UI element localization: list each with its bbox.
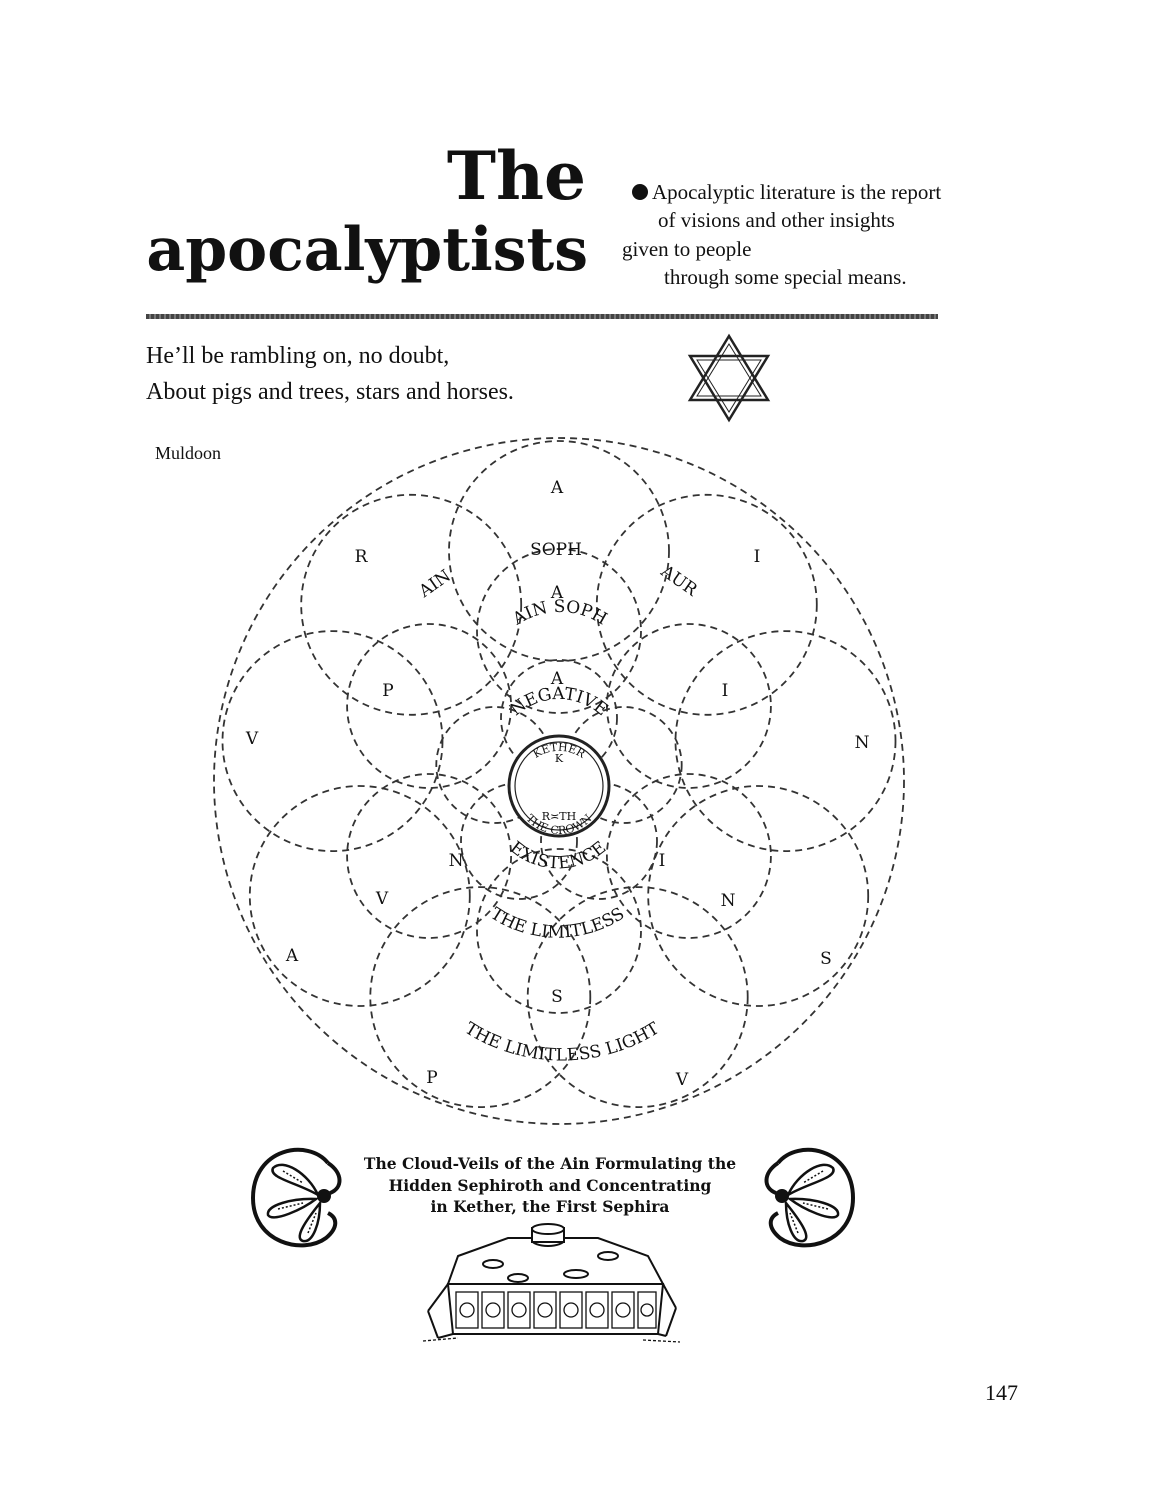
label-soph: SOPH bbox=[530, 540, 582, 560]
petal-letter: N bbox=[721, 891, 736, 911]
petal-letter: S bbox=[551, 987, 563, 1007]
left-ornament-icon bbox=[250, 1147, 342, 1248]
petal-letter: V bbox=[675, 1070, 689, 1090]
petal bbox=[674, 630, 897, 852]
petal bbox=[595, 493, 818, 716]
petal bbox=[346, 773, 513, 939]
label-aur: AUR bbox=[656, 561, 702, 601]
petal-letter: A bbox=[550, 669, 564, 689]
petal-letter: P bbox=[382, 681, 393, 701]
epigraph-author: Muldoon bbox=[155, 443, 222, 463]
petal-letter: R bbox=[355, 547, 369, 567]
intro-line: of visions and other insights bbox=[658, 208, 895, 233]
label-ain: AIN bbox=[415, 566, 455, 602]
caption-line: in Kether, the First Sephira bbox=[430, 1197, 670, 1217]
right-ornament-icon bbox=[764, 1147, 856, 1248]
petal bbox=[369, 886, 592, 1108]
petal bbox=[346, 623, 513, 789]
diagram-caption: The Cloud-Veils of the Ain Formulating t… bbox=[330, 1153, 770, 1218]
label-the-limitless: THE LIMITLESS bbox=[487, 904, 628, 943]
center-kether: KETHER bbox=[531, 741, 588, 761]
label-the-limitless-light: THE LIMITLESS LIGHT bbox=[461, 1018, 663, 1065]
petal-letter: A bbox=[550, 583, 564, 603]
petal bbox=[606, 773, 772, 939]
petal-letter: I bbox=[659, 851, 666, 871]
petal bbox=[476, 548, 642, 714]
petal-letter: A bbox=[550, 478, 564, 498]
title-line-1: The bbox=[446, 137, 586, 215]
petal bbox=[448, 440, 670, 662]
outer-petals bbox=[221, 440, 897, 1108]
caption-line: The Cloud-Veils of the Ain Formulating t… bbox=[363, 1154, 737, 1173]
petal bbox=[606, 623, 772, 789]
outer-circle bbox=[213, 437, 905, 1125]
petal bbox=[526, 886, 749, 1108]
petal-letter: I bbox=[754, 547, 761, 567]
petal-letter: N bbox=[449, 851, 464, 871]
star-of-david-icon bbox=[687, 333, 771, 423]
center-rth: R≍TH bbox=[542, 810, 576, 823]
center-k: K bbox=[555, 752, 564, 765]
cloud-veils-diagram: K KETHER THE CROWN R≍TH SOPH AIN AUR AIN… bbox=[213, 437, 905, 1125]
petal bbox=[476, 848, 642, 1014]
petal bbox=[300, 493, 523, 716]
petal bbox=[460, 782, 578, 900]
bullet-icon bbox=[632, 184, 648, 200]
petal bbox=[540, 782, 658, 900]
petal-letter: N bbox=[855, 733, 870, 753]
caption-line: Hidden Sephiroth and Concentrating bbox=[388, 1175, 712, 1195]
title-line-2: apocalyptists bbox=[146, 215, 588, 285]
label-existence: EXISTENCE bbox=[506, 838, 610, 874]
petal bbox=[248, 785, 471, 1007]
petal bbox=[647, 785, 870, 1007]
laver-illustration bbox=[422, 1223, 681, 1343]
middle-petals bbox=[346, 548, 772, 1014]
epigraph-line: He’ll be rambling on, no doubt, bbox=[146, 343, 450, 369]
horizontal-rule bbox=[146, 314, 938, 319]
label-negative: NEGATIVE bbox=[507, 684, 612, 720]
petal-letter: S bbox=[820, 949, 832, 969]
intro-line: given to people bbox=[622, 236, 752, 261]
petal-letter: V bbox=[245, 729, 259, 749]
petal-letter: A bbox=[285, 946, 299, 966]
petal-letter: P bbox=[426, 1068, 437, 1088]
epigraph: He’ll be rambling on, no doubt, About pi… bbox=[146, 338, 514, 411]
intro-line: through some special means. bbox=[664, 265, 907, 290]
petal-letter: I bbox=[722, 681, 729, 701]
kether-seal bbox=[507, 734, 611, 838]
petal bbox=[221, 630, 444, 852]
intro-text: Apocalyptic literature is the report of … bbox=[622, 178, 1052, 291]
petal-letter: V bbox=[375, 889, 389, 909]
page-number: 147 bbox=[985, 1380, 1018, 1405]
epigraph-line: About pigs and trees, stars and horses. bbox=[146, 379, 514, 406]
intro-line: Apocalyptic literature is the report bbox=[652, 180, 942, 204]
